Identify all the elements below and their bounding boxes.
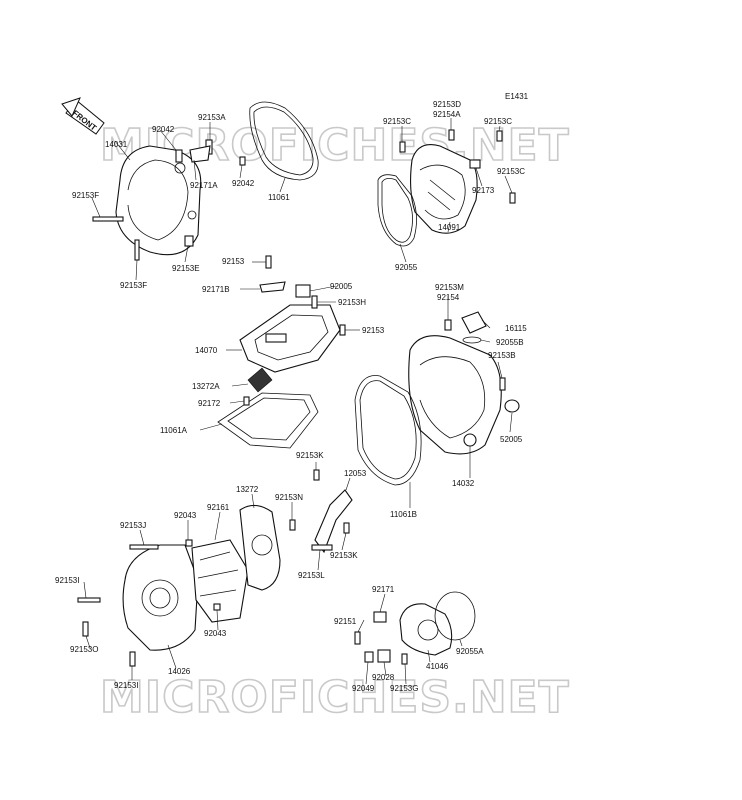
oring-92055A <box>434 591 476 641</box>
label-92028: 92028 <box>372 673 395 682</box>
label-92153F-2: 92153F <box>120 281 147 290</box>
cover-14031 <box>115 145 202 256</box>
cover-14091 <box>409 144 478 234</box>
label-92042-b: 92042 <box>232 179 255 188</box>
gasket-11061B <box>354 375 422 486</box>
label-92153C-3: 92153C <box>497 167 525 176</box>
label-92153: 92153 <box>222 257 245 266</box>
label-92153H: 92153H <box>338 298 366 307</box>
label-92154A: 92154A <box>433 110 461 119</box>
label-92153G: 92153G <box>390 684 418 693</box>
leader-lines <box>83 118 513 685</box>
label-92042-a: 92042 <box>152 125 175 134</box>
label-92049: 92049 <box>352 684 375 693</box>
label-92055B: 92055B <box>496 338 524 347</box>
filter-13272A <box>247 367 273 393</box>
label-92153J: 92153J <box>120 521 146 530</box>
bolts-topleft <box>92 139 246 261</box>
label-92173: 92173 <box>472 186 495 195</box>
label-92171B: 92171B <box>202 285 230 294</box>
rotor-92161 <box>191 539 249 623</box>
bracket-12053 <box>314 489 353 554</box>
label-92153K-1: 92153K <box>296 451 324 460</box>
label-92153C-1: 92153C <box>383 117 411 126</box>
label-92153O: 92153O <box>70 645 98 654</box>
label-41046: 41046 <box>426 662 449 671</box>
label-92154: 92154 <box>437 293 460 302</box>
label-11061: 11061 <box>268 193 290 202</box>
gasket-92055 <box>377 174 417 247</box>
label-92153L: 92153L <box>298 571 325 580</box>
label-92005: 92005 <box>330 282 353 291</box>
label-92055A: 92055A <box>456 647 484 656</box>
label-92153C-2: 92153C <box>484 117 512 126</box>
parts-rightmid <box>444 311 520 413</box>
gasket-11061A <box>217 392 319 449</box>
label-14026: 14026 <box>168 667 191 676</box>
label-12053: 12053 <box>344 469 367 478</box>
label-92151: 92151 <box>334 617 357 626</box>
label-92055: 92055 <box>395 263 418 272</box>
label-14031: 14031 <box>105 140 128 149</box>
cover-13272 <box>239 504 281 591</box>
label-92153M: 92153M <box>435 283 464 292</box>
bolts-middle <box>243 255 346 406</box>
label-92153A: 92153A <box>198 113 226 122</box>
label-92171: 92171 <box>372 585 395 594</box>
label-92161: 92161 <box>207 503 230 512</box>
label-92043-b: 92043 <box>204 629 227 638</box>
bolts-topright <box>399 129 516 204</box>
parts-lowerright <box>354 611 408 665</box>
cover-14032 <box>408 335 502 455</box>
label-92153N: 92153N <box>275 493 303 502</box>
label-14091: 14091 <box>438 223 461 232</box>
label-92153D: 92153D <box>433 100 461 109</box>
label-14070: 14070 <box>195 346 218 355</box>
label-14032: 14032 <box>452 479 475 488</box>
cover-14026 <box>122 544 199 651</box>
front-arrow-icon: FRONT <box>61 97 105 135</box>
label-11061B: 11061B <box>390 510 417 519</box>
label-13272: 13272 <box>236 485 259 494</box>
label-92153I-2: 92153I <box>114 681 138 690</box>
label-52005: 52005 <box>500 435 523 444</box>
label-11061A: 11061A <box>160 426 188 435</box>
cover-14070 <box>239 304 341 373</box>
label-92171A: 92171A <box>190 181 218 190</box>
label-92153-b: 92153 <box>362 326 385 335</box>
watermark-bottom: MICROFICHES.NET <box>100 672 570 723</box>
label-92043-a: 92043 <box>174 511 197 520</box>
diagram-code: E1431 <box>505 92 529 101</box>
label-92172: 92172 <box>198 399 221 408</box>
label-13272A: 13272A <box>192 382 220 391</box>
gasket-11061 <box>249 101 319 181</box>
cover-41046 <box>399 603 453 656</box>
label-92153E: 92153E <box>172 264 200 273</box>
label-92153B: 92153B <box>488 351 516 360</box>
label-92153F-1: 92153F <box>72 191 99 200</box>
label-92153I-1: 92153I <box>55 576 79 585</box>
label-16115: 16115 <box>505 324 527 333</box>
label-92153K-2: 92153K <box>330 551 358 560</box>
